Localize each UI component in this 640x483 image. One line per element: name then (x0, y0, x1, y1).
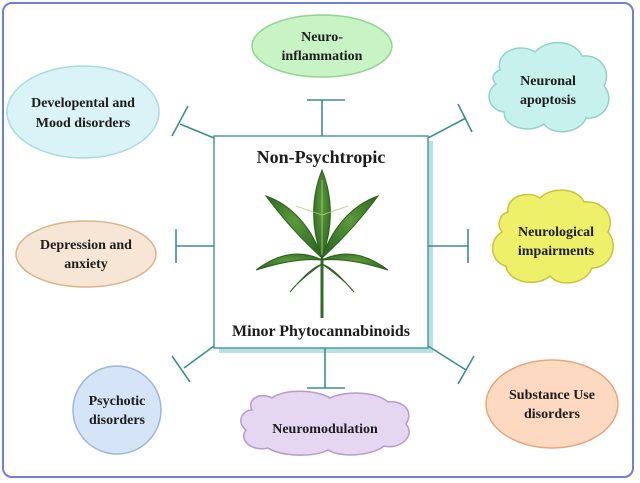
node-neuronal-apoptosis: Neuronal apoptosis (488, 42, 610, 133)
node-neuronal-apoptosis-line1: Neuronal (520, 74, 576, 89)
node-developmental-line2: Mood disorders (36, 116, 131, 131)
node-substance-use-line1: Substance Use (509, 388, 595, 403)
cannabis-leaf-icon (255, 168, 389, 318)
inhibitor-substance-use (427, 345, 475, 385)
inhibitor-connectors (171, 99, 475, 389)
node-depression-line1: Depression and (40, 238, 132, 253)
node-neuronal-apoptosis-line2: apoptosis (520, 93, 577, 108)
center-box: Non-Psychtropic Minor Phytocannabinoids (213, 135, 433, 353)
center-title: Non-Psychtropic (257, 147, 386, 167)
node-psychotic-line2: disorders (89, 413, 146, 428)
inhibitor-depression (175, 229, 214, 263)
center-subtitle: Minor Phytocannabinoids (232, 323, 410, 340)
node-psychotic-disorders: Psychotic disorders (72, 365, 162, 455)
node-neuromodulation: Neuromodulation (240, 390, 410, 456)
node-substance-use-line2: disorders (524, 407, 581, 422)
node-psychotic-line1: Psychotic (89, 394, 146, 409)
node-neurological-impairments-line2: impairments (518, 244, 595, 259)
inhibitor-developmental (171, 105, 215, 139)
inhibitor-neurological-impairments (428, 229, 469, 263)
inhibitor-neuromodulation (307, 348, 345, 389)
node-neuroinflammation-line2: inflammation (282, 49, 363, 64)
node-depression-anxiety: Depression and anxiety (15, 220, 157, 288)
inhibitor-neuronal-apoptosis (427, 103, 473, 139)
node-developmental-line1: Developental and (31, 96, 135, 111)
node-neuromodulation-label: Neuromodulation (272, 422, 378, 437)
node-substance-use-disorders: Substance Use disorders (485, 359, 619, 449)
inhibitor-neuroinflammation (307, 99, 345, 136)
node-neurological-impairments: Neurological impairments (492, 189, 614, 284)
node-neuroinflammation: Neuro- inflammation (251, 14, 393, 78)
node-developmental-mood: Developental and Mood disorders (6, 65, 160, 159)
node-depression-line2: anxiety (64, 257, 108, 272)
node-neurological-impairments-line1: Neurological (518, 225, 594, 240)
inhibitor-psychotic (171, 345, 215, 383)
node-neuroinflammation-line1: Neuro- (301, 30, 343, 45)
